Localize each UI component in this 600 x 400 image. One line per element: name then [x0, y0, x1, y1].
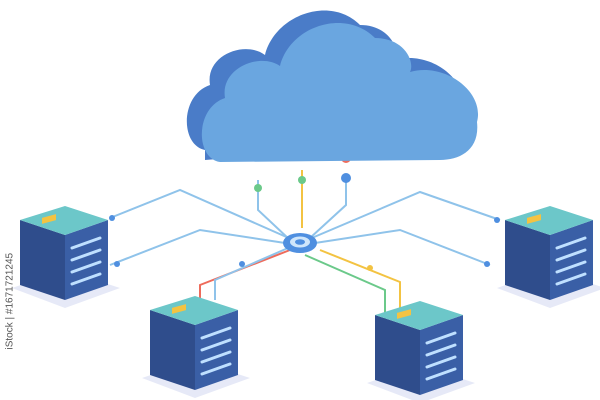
server-indicator: [555, 260, 587, 274]
connector-dots: [109, 153, 500, 271]
server-indicator: [200, 350, 232, 364]
server-indicator: [555, 248, 587, 262]
line-cloud-right: [309, 175, 347, 239]
server-indicator: [70, 248, 102, 262]
server-indicator: [425, 331, 457, 345]
line-left-bottom: [109, 228, 286, 266]
network-hub: [283, 233, 317, 253]
server-indicator: [425, 367, 457, 381]
server-indicator: [555, 236, 587, 250]
line-yellow: [319, 249, 401, 310]
line-blue-bl: [214, 247, 289, 300]
server-indicator: [200, 338, 232, 352]
server-indicator: [70, 236, 102, 250]
servers: [12, 206, 600, 400]
line-red: [199, 249, 291, 300]
line-right-top: [299, 190, 501, 244]
server-bottom-right: [367, 301, 475, 400]
server-left: [12, 206, 120, 308]
watermark-credit: iStock | #1671721245: [4, 252, 16, 350]
line-right-bottom: [314, 228, 491, 266]
server-indicator: [555, 272, 587, 286]
line-green: [304, 254, 386, 320]
line-left-top: [109, 188, 301, 244]
server-indicator: [200, 326, 232, 340]
server-indicator: [200, 362, 232, 376]
server-indicator: [425, 355, 457, 369]
server-bottom-left: [142, 296, 250, 398]
server-indicator: [425, 343, 457, 357]
connection-lines: [109, 170, 501, 320]
server-right: [497, 206, 600, 308]
cloud-icon: [186, 10, 479, 163]
server-indicator: [70, 260, 102, 274]
server-indicator: [70, 272, 102, 286]
